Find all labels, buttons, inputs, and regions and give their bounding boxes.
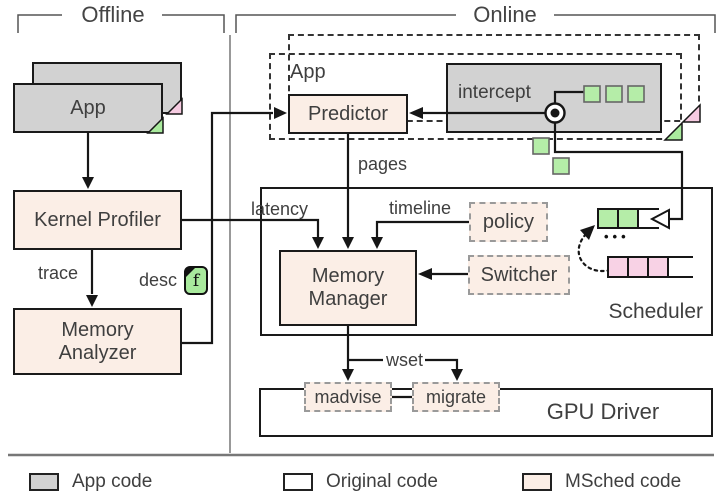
queue-ellipsis: ••• [604, 229, 630, 244]
legend-label-msched-code: MSched code [565, 471, 682, 492]
madvise-label: madvise [314, 386, 382, 407]
online-section-label: Online [473, 2, 537, 27]
trace-label: trace [38, 263, 79, 283]
gpu-driver-label: GPU Driver [546, 399, 660, 424]
flow-block-2 [552, 157, 570, 175]
legend-swatch-msched-code [522, 473, 552, 491]
madvise-box: madvise [304, 382, 392, 412]
memory-analyzer-box: Memory Analyzer [13, 308, 182, 375]
timeline-label: timeline [389, 198, 452, 218]
pages-label: pages [358, 154, 408, 174]
migrate-box: migrate [412, 382, 500, 412]
predictor-box: Predictor [288, 94, 408, 134]
memory-manager-box: Memory Manager [279, 250, 417, 326]
switcher-label: Switcher [480, 263, 558, 286]
app-box-label: App [70, 96, 106, 119]
offline-section-label: Offline [81, 2, 145, 27]
legend-item-msched-code: MSched code [522, 471, 681, 493]
memory-analyzer-label-line1: Memory [61, 318, 134, 341]
arrowhead-into-migrate [451, 369, 463, 381]
desc-label: desc [139, 270, 178, 290]
legend-item-original-code: Original code [283, 471, 438, 493]
intercept-label: intercept [458, 82, 531, 103]
switcher-box: Switcher [468, 255, 570, 295]
flow-block-1 [532, 137, 550, 155]
file-descriptor-icon: f [184, 266, 208, 295]
legend-label-original-code: Original code [326, 471, 438, 492]
arrowhead-into-madvise [342, 369, 354, 381]
wset-label: wset [386, 350, 424, 370]
online-app-box-front [269, 53, 682, 140]
legend-swatch-original-code [283, 473, 313, 491]
legend-label-app-code: App code [72, 471, 153, 492]
latency-label: latency [251, 199, 309, 219]
predictor-label: Predictor [307, 102, 389, 125]
arrowhead-into-kernel-profiler [82, 177, 94, 189]
kernel-profiler-box: Kernel Profiler [13, 190, 182, 250]
policy-label: policy [482, 210, 535, 233]
intercept-box: intercept [446, 63, 662, 133]
file-descriptor-letter: f [192, 270, 200, 291]
legend-swatch-app-code [29, 473, 59, 491]
memory-analyzer-label-line2: Analyzer [58, 341, 137, 364]
policy-box: policy [469, 202, 548, 242]
online-app-label: App [290, 61, 326, 83]
migrate-label: migrate [425, 386, 487, 407]
app-box-front: App [13, 83, 163, 133]
wset-line-right [425, 358, 459, 369]
memory-manager-label-line1: Memory [311, 265, 385, 287]
kernel-profiler-label: Kernel Profiler [34, 208, 161, 231]
memory-manager-label-line2: Manager [308, 288, 388, 310]
scheduler-label: Scheduler [608, 300, 703, 323]
legend-item-app-code: App code [29, 471, 152, 493]
arrowhead-into-memory-analyzer [86, 295, 98, 307]
